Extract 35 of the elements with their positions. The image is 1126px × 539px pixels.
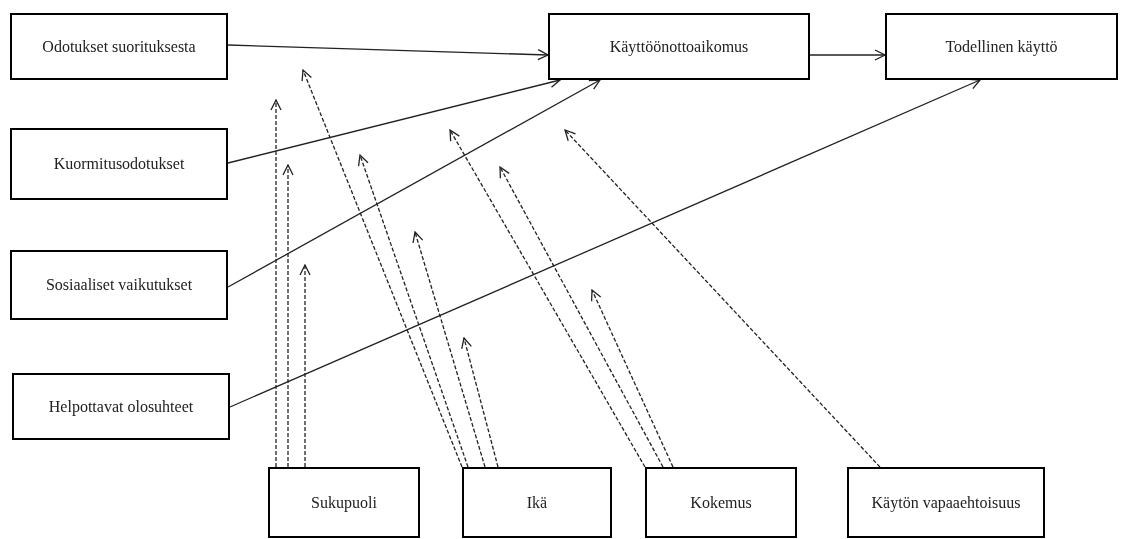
node-label: Sukupuoli — [311, 492, 377, 514]
node-label: Helpottavat olosuhteet — [48, 396, 194, 418]
arrow — [357, 154, 469, 468]
arrow — [461, 337, 499, 468]
arrow — [299, 264, 311, 468]
arrow — [282, 164, 294, 468]
process-box — [885, 13, 1118, 80]
process-box — [12, 373, 230, 440]
arrow — [227, 79, 601, 288]
arrow — [270, 99, 282, 468]
process-box — [645, 467, 797, 538]
arrow — [229, 78, 981, 408]
process-box — [462, 467, 612, 538]
node-label: Kokemus — [690, 492, 752, 513]
arrow — [590, 289, 674, 468]
node-label: Käytön vapaaehtoisuus — [871, 492, 1021, 514]
process-box — [10, 128, 228, 200]
node-label: Sosiaaliset vaikutukset — [45, 275, 193, 296]
process-box — [10, 13, 228, 80]
process-box — [847, 467, 1045, 538]
arrow — [449, 129, 646, 468]
node-label: Käyttöönottoaikomus — [609, 36, 749, 58]
process-box — [268, 467, 420, 538]
node-label: Kuormitusodotukset — [53, 154, 185, 175]
arrow — [564, 129, 881, 468]
node-label: Odotukset suorituksesta — [42, 36, 196, 57]
node-label: Todellinen käyttö — [945, 36, 1058, 58]
arrow — [301, 69, 463, 468]
arrow — [412, 231, 486, 468]
arrow — [809, 49, 886, 61]
arrow — [227, 44, 549, 61]
arrow — [499, 166, 664, 468]
process-box — [548, 13, 810, 80]
node-label: Ikä — [526, 492, 548, 513]
process-box — [10, 250, 228, 320]
